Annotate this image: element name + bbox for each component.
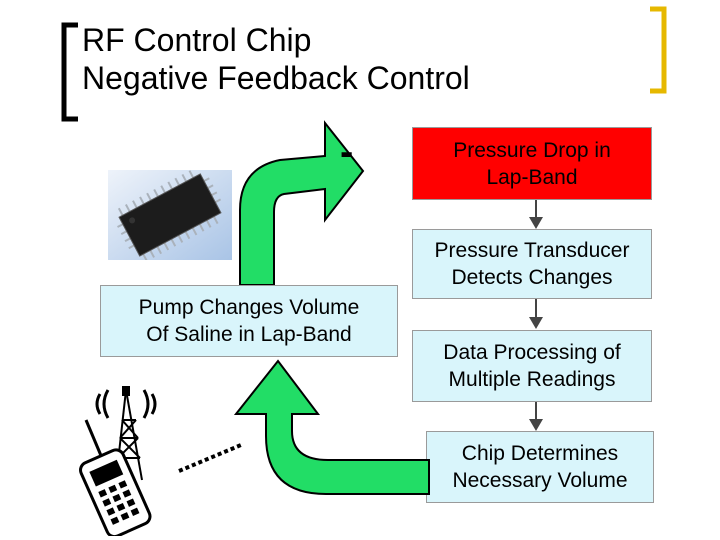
slide-title-line2: Negative Feedback Control xyxy=(82,60,470,96)
flow-box-pressure-drop: Pressure Drop in Lap-Band xyxy=(412,127,652,200)
pump-box: Pump Changes Volume Of Saline in Lap-Ban… xyxy=(100,285,398,357)
flow-box-pressure-drop-text: Pressure Drop in Lap-Band xyxy=(453,138,611,189)
pump-box-text: Pump Changes Volume Of Saline in Lap-Ban… xyxy=(138,296,360,346)
flow-box-data-processing-text: Data Processing of Multiple Readings xyxy=(443,341,621,391)
flow-arrow-1 xyxy=(529,200,543,229)
signal-dotted-line xyxy=(178,443,242,473)
microchip-image xyxy=(108,170,232,260)
flow-box-transducer: Pressure Transducer Detects Changes xyxy=(412,229,652,299)
flow-box-chip-determines: Chip Determines Necessary Volume xyxy=(426,431,654,503)
flow-arrow-2 xyxy=(529,299,543,329)
flow-box-transducer-text: Pressure Transducer Detects Changes xyxy=(434,239,630,289)
remote-control-image xyxy=(79,386,157,536)
minus-sign: - xyxy=(340,130,354,174)
feedback-arrow-up xyxy=(239,120,365,286)
feedback-arrow-lower xyxy=(233,359,430,495)
slide-title-line1: RF Control Chip xyxy=(82,22,312,58)
title-right-bracket xyxy=(650,6,667,94)
flow-box-data-processing: Data Processing of Multiple Readings xyxy=(412,330,652,402)
flow-box-chip-determines-text: Chip Determines Necessary Volume xyxy=(452,442,628,492)
flow-arrow-3 xyxy=(529,402,543,431)
title-left-bracket xyxy=(61,22,78,122)
